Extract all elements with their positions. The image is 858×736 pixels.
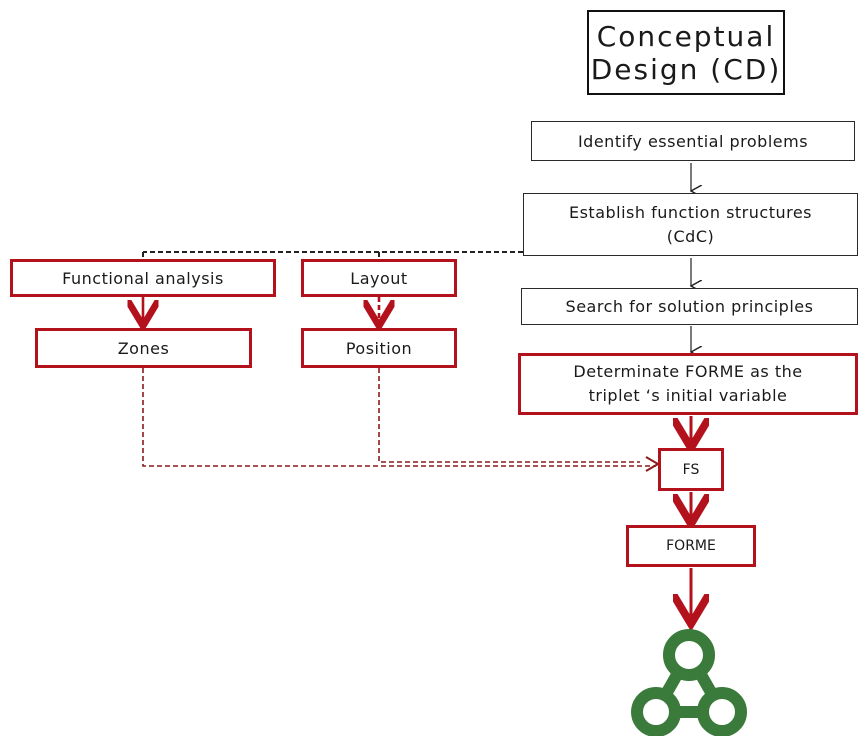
step-determinate-line-2: triplet ‘s initial variable (588, 386, 788, 405)
branch-layout: Layout (301, 259, 457, 297)
title-line-1: Conceptual (596, 19, 776, 53)
output-fs: FS (658, 448, 724, 491)
branch-zones-label: Zones (117, 338, 170, 358)
step-establish-line-2: (CdC) (666, 226, 715, 246)
step-establish-structures: Establish function structures (CdC) (523, 193, 858, 256)
step-determinate-forme: Determinate FORME as the triplet ‘s init… (518, 353, 858, 415)
branch-layout-label: Layout (350, 268, 408, 288)
branch-functional-analysis-label: Functional analysis (62, 268, 224, 288)
output-fs-label: FS (682, 461, 700, 478)
output-forme-label: FORME (666, 538, 716, 554)
dashed-feed-zones-to-fs (142, 368, 656, 467)
triplet-rings-logo (631, 629, 747, 736)
branch-position: Position (301, 328, 457, 368)
step-search-label: Search for solution principles (565, 297, 814, 316)
branch-functional-analysis: Functional analysis (10, 259, 276, 297)
title-line-2: Design (CD) (590, 52, 782, 86)
step-determinate-line-1: Determinate FORME as the (573, 362, 803, 381)
dashed-branch-line (143, 251, 523, 258)
step-identify-problems: Identify essential problems (531, 121, 855, 161)
branch-zones: Zones (35, 328, 252, 368)
output-forme: FORME (626, 525, 756, 567)
branch-position-label: Position (345, 338, 413, 358)
step-search-principles: Search for solution principles (521, 288, 858, 325)
title-conceptual-design: Conceptual Design (CD) (587, 10, 785, 95)
dashed-feed-position-to-fs (378, 368, 640, 463)
step-identify-label: Identify essential problems (577, 131, 809, 151)
step-establish-line-1: Establish function structures (568, 202, 813, 222)
feed-arrowhead (645, 456, 660, 472)
